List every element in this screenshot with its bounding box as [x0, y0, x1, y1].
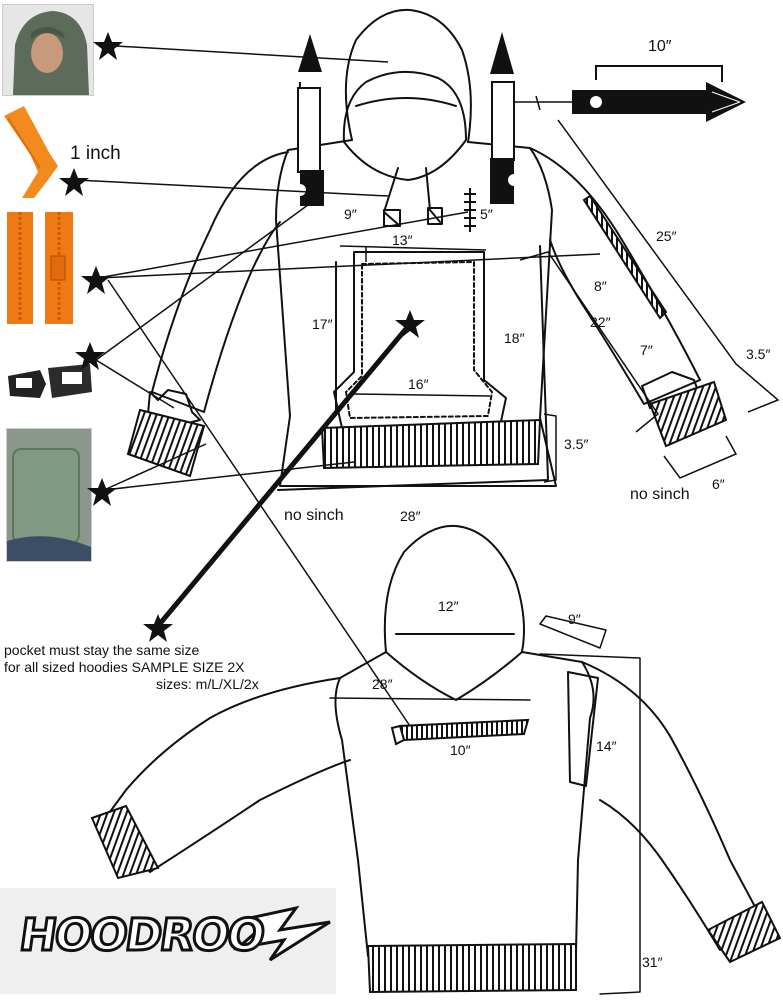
label-3-5in-hem: 3.5″: [564, 436, 589, 452]
label-8in-sleeve-zip: 8″: [594, 278, 607, 294]
hoodroo-logo-panel: HOODROO: [0, 888, 336, 994]
back-left-cuff: [90, 804, 160, 880]
left-cuff-rib: [126, 408, 206, 478]
cuff-pocket-photo-thumbnail: [6, 428, 92, 562]
pocket-note: pocket must stay the same size for all s…: [4, 642, 259, 693]
right-toggle-strap: [490, 32, 520, 204]
note-line-3: sizes: m/L/XL/2x: [156, 676, 259, 692]
star-icon: [59, 168, 89, 196]
label-6in: 6″: [712, 476, 725, 492]
back-zipper: [398, 718, 530, 742]
callout-stars: [59, 32, 425, 642]
star-icon: [93, 32, 123, 60]
star-icon: [143, 614, 173, 642]
hoodroo-logo: HOODROO: [15, 909, 268, 963]
back-right-cuff: [706, 900, 782, 964]
hood-outline: [344, 8, 472, 143]
label-28in-hem: 28″: [400, 508, 421, 524]
drawstring-icon: [4, 106, 58, 198]
top-hem-rib: [320, 418, 542, 470]
label-1-inch: 1 inch: [70, 143, 121, 164]
buckle-photo-thumbnail: [6, 362, 94, 408]
label-5in: 5″: [480, 206, 493, 222]
right-sleeve: [529, 147, 701, 405]
back-body: [334, 651, 595, 957]
hood-photo-thumbnail: [2, 4, 94, 96]
sleeve-zipper: [582, 194, 668, 320]
label-18in: 18″: [504, 330, 525, 346]
label-17in: 17″: [312, 316, 333, 332]
label-10in-back-zip: 10″: [450, 742, 471, 758]
hood-photo-icon: [13, 11, 89, 95]
hood-face-opening: [342, 70, 467, 181]
label-3-5in-cuff: 3.5″: [746, 346, 771, 362]
label-22in: 22″: [590, 314, 611, 330]
buckle-icon: [8, 364, 92, 398]
zipper-callout-graphic: [514, 65, 746, 122]
label-7in: 7″: [640, 342, 653, 358]
star-icon: [75, 342, 105, 370]
left-toggle-strap: [294, 30, 324, 206]
note-line-1: pocket must stay the same size: [4, 642, 200, 658]
star-icon: [87, 478, 117, 506]
back-right-sleeve: [581, 661, 761, 951]
cuff-pocket-icon: [7, 429, 91, 561]
back-left-sleeve: [103, 677, 351, 873]
label-10in-zipper: 10″: [648, 38, 672, 55]
label-9in-drawstring: 9″: [344, 206, 357, 222]
right-cuff-rib: [648, 380, 728, 448]
label-25in-sleeve: 25″: [656, 228, 677, 244]
note-line-2: for all sized hoodies SAMPLE SIZE 2X: [4, 659, 245, 675]
star-icon: [81, 266, 111, 294]
zipper-icon: [7, 212, 73, 324]
label-no-sinch-left: no sinch: [284, 507, 344, 524]
label-14in: 14″: [596, 738, 617, 754]
lightning-icon: [233, 905, 331, 962]
left-sleeve: [151, 151, 289, 413]
back-hem-rib: [366, 942, 577, 994]
label-12in-hood: 12″: [438, 598, 459, 614]
drawstring-swatch-thumbnail: [4, 106, 58, 198]
star-icon: [395, 310, 425, 338]
label-9in-shoulder: 9″: [568, 611, 581, 627]
label-28in-chest: 28″: [372, 676, 393, 692]
label-13in-pocket-top: 13″: [392, 232, 413, 248]
zipper-swatch-thumbnail: [5, 210, 77, 326]
pocket-callout-arrow: [156, 322, 412, 628]
label-16in-pocket-bottom: 16″: [408, 376, 429, 392]
label-no-sinch-right: no sinch: [630, 486, 690, 503]
label-31in-length: 31″: [642, 954, 663, 970]
kangaroo-pocket: [333, 251, 507, 429]
